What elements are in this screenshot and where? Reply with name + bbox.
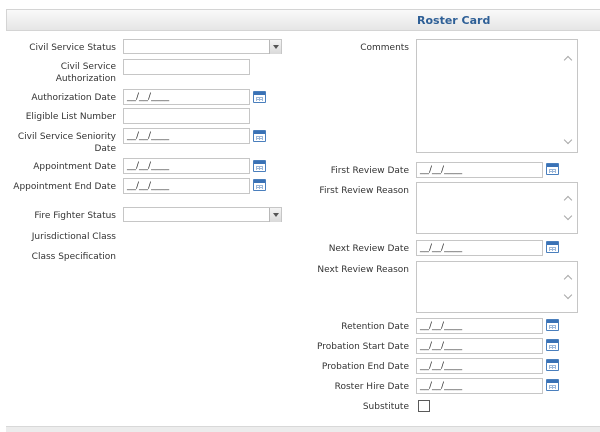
substitute-label: Substitute <box>362 402 409 412</box>
roster-hire-date-label: Roster Hire Date <box>334 382 409 392</box>
calendar-icon[interactable] <box>253 179 266 191</box>
calendar-icon[interactable] <box>253 91 266 103</box>
scroll-down-icon[interactable] <box>563 137 573 145</box>
probation-start-date-label: Probation Start Date <box>317 342 409 352</box>
next-review-date-label: Next Review Date <box>328 244 409 254</box>
next-review-reason-label: Next Review Reason <box>317 265 409 275</box>
first-review-date-label: First Review Date <box>330 166 409 176</box>
next-review-date-input[interactable]: __/__/____ <box>416 240 543 256</box>
roster-hire-date-input[interactable]: __/__/____ <box>416 378 543 394</box>
jurisdictional-class-label: Jurisdictional Class <box>31 232 116 242</box>
comments-label: Comments <box>360 43 409 53</box>
fire-fighter-status-label: Fire Fighter Status <box>34 211 116 221</box>
first-review-date-input[interactable]: __/__/____ <box>416 162 543 178</box>
probation-start-date-input[interactable]: __/__/____ <box>416 338 543 354</box>
civil-service-status-select[interactable] <box>123 39 282 54</box>
next-review-reason-textarea[interactable] <box>416 261 578 313</box>
calendar-icon[interactable] <box>253 130 266 142</box>
retention-date-input[interactable]: __/__/____ <box>416 318 543 334</box>
scroll-up-icon[interactable] <box>563 54 573 62</box>
civil-service-seniority-date-input[interactable]: __/__/____ <box>123 128 250 144</box>
probation-end-date-input[interactable]: __/__/____ <box>416 358 543 374</box>
authorization-date-label: Authorization Date <box>31 93 116 103</box>
comments-textarea[interactable] <box>416 39 578 153</box>
first-review-reason-label: First Review Reason <box>319 186 409 196</box>
scroll-down-icon[interactable] <box>563 213 573 221</box>
appointment-date-label: Appointment Date <box>33 162 116 172</box>
first-review-reason-textarea[interactable] <box>416 182 578 234</box>
appointment-end-date-label: Appointment End Date <box>13 182 116 192</box>
calendar-icon[interactable] <box>546 339 559 351</box>
calendar-icon[interactable] <box>546 359 559 371</box>
civil-service-status-label: Civil Service Status <box>29 43 116 53</box>
roster-card-header: Roster Card <box>6 9 600 31</box>
chevron-down-icon[interactable] <box>269 208 281 222</box>
chevron-down-icon[interactable] <box>269 40 281 54</box>
authorization-date-input[interactable]: __/__/____ <box>123 89 250 105</box>
scroll-down-icon[interactable] <box>563 292 573 300</box>
calendar-icon[interactable] <box>546 319 559 331</box>
footer-bar <box>6 426 600 432</box>
appointment-date-input[interactable]: __/__/____ <box>123 158 250 174</box>
calendar-icon[interactable] <box>546 241 559 253</box>
calendar-icon[interactable] <box>546 163 559 175</box>
fire-fighter-status-select[interactable] <box>123 207 282 222</box>
scroll-up-icon[interactable] <box>563 273 573 281</box>
class-specification-label: Class Specification <box>31 252 116 262</box>
calendar-icon[interactable] <box>546 379 559 391</box>
calendar-icon[interactable] <box>253 160 266 172</box>
eligible-list-number-label: Eligible List Number <box>25 112 116 122</box>
probation-end-date-label: Probation End Date <box>321 362 409 372</box>
appointment-end-date-input[interactable]: __/__/____ <box>123 178 250 194</box>
civil-service-authorization-label: Civil Service Authorization <box>55 62 116 84</box>
civil-service-seniority-date-label: Civil Service Seniority Date <box>17 132 116 154</box>
substitute-checkbox[interactable] <box>418 400 430 412</box>
roster-card-title: Roster Card <box>417 14 491 27</box>
eligible-list-number-input[interactable] <box>123 108 250 124</box>
retention-date-label: Retention Date <box>341 322 409 332</box>
scroll-up-icon[interactable] <box>563 194 573 202</box>
civil-service-authorization-input[interactable] <box>123 59 250 75</box>
